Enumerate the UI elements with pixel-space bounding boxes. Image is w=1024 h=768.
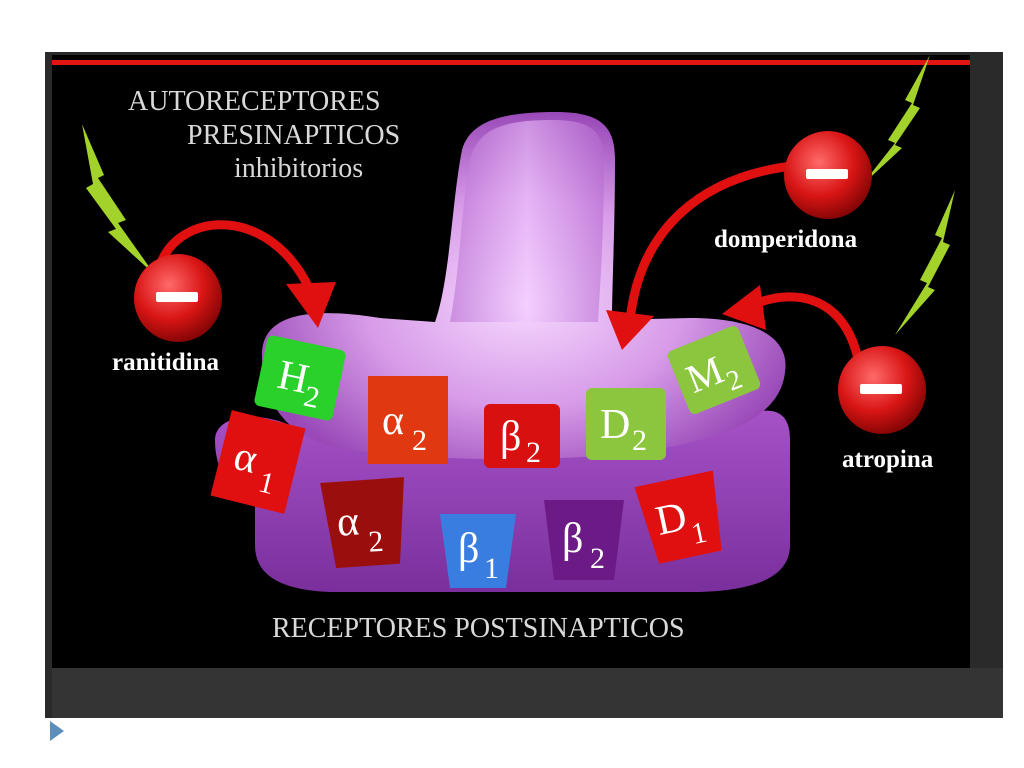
presynaptic-title-line2: PRESINAPTICOS bbox=[187, 120, 400, 151]
receptor-beta2-pre: β 2 bbox=[484, 404, 560, 469]
receptor-box bbox=[484, 404, 560, 468]
presynaptic-stem-highlight bbox=[450, 120, 604, 322]
ranitidina-inhibitor bbox=[134, 254, 222, 342]
receptor-box bbox=[667, 326, 761, 414]
minus-sign-icon bbox=[156, 292, 198, 302]
receptor-subscript: 2 bbox=[301, 380, 323, 415]
drug-label-ranitidina: ranitidina bbox=[112, 349, 219, 376]
receptor-symbol: β bbox=[500, 414, 521, 460]
receptor-box bbox=[586, 388, 666, 460]
drug-label-domperidona: domperidona bbox=[714, 226, 858, 253]
curved-arrow-head bbox=[606, 310, 654, 350]
top-red-rule bbox=[52, 60, 970, 65]
receptor-D1: D 1 bbox=[634, 470, 722, 564]
curved-arrow-head bbox=[722, 285, 766, 330]
receptor-symbol: α bbox=[335, 498, 360, 545]
receptor-H2: H 2 bbox=[254, 335, 346, 421]
receptor-box bbox=[210, 410, 306, 514]
receptor-subscript: 1 bbox=[688, 516, 710, 551]
receptor-subscript: 2 bbox=[367, 525, 384, 559]
receptor-box bbox=[320, 477, 404, 569]
drug-label-atropina: atropina bbox=[842, 446, 934, 473]
lightning-bolt-icon bbox=[82, 124, 155, 275]
presynaptic-title-line3: inhibitorios bbox=[234, 153, 363, 184]
receptor-symbol: β bbox=[458, 526, 479, 572]
panel-bottom-band bbox=[52, 668, 1003, 718]
receptor-alpha1: α 1 bbox=[210, 410, 306, 514]
curved-arrow-head bbox=[286, 282, 336, 328]
lightning-bolt-icon bbox=[862, 55, 930, 185]
receptor-alpha2-post: α 2 bbox=[320, 477, 404, 569]
curved-arrow-icon bbox=[625, 160, 801, 321]
receptor-box bbox=[544, 500, 624, 580]
receptor-symbol: D bbox=[600, 402, 630, 448]
receptor-subscript: 2 bbox=[412, 424, 427, 457]
receptor-box bbox=[254, 335, 346, 421]
postsynaptic-title: RECEPTORES POSTSINAPTICOS bbox=[272, 613, 685, 644]
receptor-subscript: 2 bbox=[632, 424, 647, 457]
receptor-M2: M 2 bbox=[667, 326, 761, 414]
curved-arrow-icon bbox=[155, 220, 315, 292]
receptor-subscript: 2 bbox=[526, 436, 541, 469]
receptor-box bbox=[634, 470, 722, 564]
receptor-D2: D 2 bbox=[586, 388, 666, 460]
receptor-alpha2-pre: α 2 bbox=[368, 376, 448, 464]
receptor-symbol: β bbox=[562, 516, 583, 562]
atropina-inhibitor bbox=[838, 346, 926, 434]
minus-sign-icon bbox=[806, 169, 848, 179]
receptor-symbol: α bbox=[382, 398, 404, 444]
lightning-bolt-icon bbox=[895, 190, 955, 335]
curved-arrow-icon bbox=[750, 292, 865, 371]
receptor-box bbox=[440, 514, 516, 588]
receptor-subscript: 1 bbox=[484, 552, 499, 585]
receptor-beta2-post: β 2 bbox=[544, 500, 624, 580]
next-slide-triangle-icon[interactable] bbox=[50, 721, 64, 741]
receptor-subscript: 2 bbox=[590, 542, 605, 575]
receptor-beta1: β 1 bbox=[440, 514, 516, 588]
domperidona-inhibitor bbox=[784, 131, 872, 219]
presynaptic-title-line1: AUTORECEPTORES bbox=[128, 86, 381, 117]
receptor-box bbox=[368, 376, 448, 464]
minus-sign-icon bbox=[860, 384, 902, 394]
